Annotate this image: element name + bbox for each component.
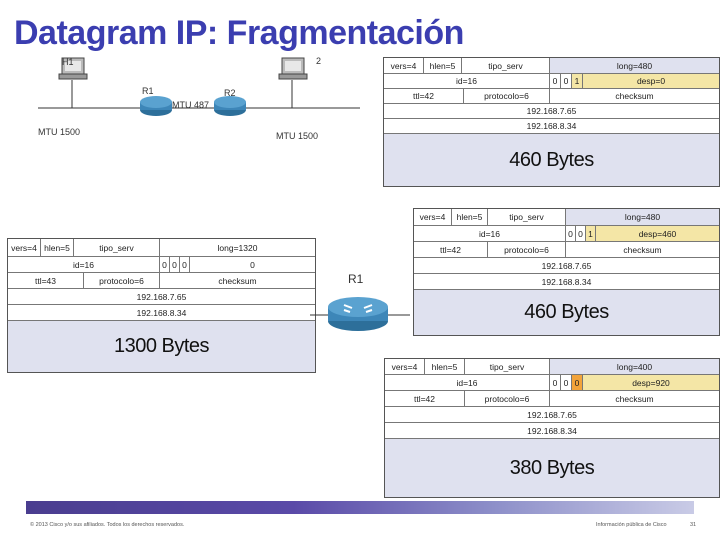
field-src-ip: 192.168.7.65 — [527, 409, 577, 420]
data-size: 1300 Bytes — [8, 321, 315, 372]
flag-bit: 0 — [160, 257, 170, 272]
footer-copyright: © 2013 Cisco y/o sus afiliados. Todos lo… — [30, 522, 185, 528]
field-ttl: ttl=43 — [8, 273, 84, 288]
field-protocolo: protocolo=6 — [84, 273, 160, 288]
mtu-mid-label: MTU 487 — [172, 100, 210, 110]
network-diagram — [38, 57, 360, 116]
field-checksum: checksum — [615, 393, 654, 404]
flag-bit: 0 — [566, 226, 576, 241]
data-size: 460 Bytes — [384, 134, 719, 186]
field-checksum: checksum — [615, 91, 654, 101]
field-protocolo: protocolo=6 — [488, 242, 566, 257]
mtu-right-label: MTU 1500 — [276, 131, 319, 141]
field-hlen: hlen=5 — [452, 209, 488, 225]
flag-df: 0 — [561, 375, 572, 390]
field-ttl: ttl=42 — [414, 242, 488, 257]
field-tipo-serv: tipo_serv — [462, 58, 550, 73]
host-h2-label: 2 — [316, 56, 322, 66]
flag-mf: 0 — [180, 257, 190, 272]
field-dst-ip: 192.168.8.34 — [527, 425, 577, 436]
field-tipo-serv: tipo_serv — [465, 359, 550, 374]
field-ttl: ttl=42 — [385, 391, 465, 406]
field-long: long=480 — [566, 209, 719, 225]
field-tipo-serv: tipo_serv — [488, 209, 566, 225]
field-long: long=1320 — [217, 242, 258, 253]
field-long: long=480 — [550, 58, 719, 73]
page-title: Datagram IP: Fragmentación — [14, 14, 464, 52]
field-src-ip: 192.168.7.65 — [526, 106, 577, 116]
field-vers: vers=4 — [414, 209, 452, 225]
flag-bit: 0 — [550, 74, 561, 88]
field-tipo-serv: tipo_serv — [74, 239, 160, 256]
footer-info: Información pública de Cisco — [596, 522, 667, 528]
field-src-ip: 192.168.7.65 — [136, 291, 187, 302]
flag-mf: 1 — [572, 74, 583, 88]
field-vers: vers=4 — [384, 58, 424, 73]
host-h1-label: H1 — [62, 57, 74, 67]
field-vers: vers=4 — [385, 359, 425, 374]
field-id: id=16 — [8, 257, 160, 272]
data-size: 380 Bytes — [385, 439, 719, 497]
fragment-2: vers=4 hlen=5 tipo_serv long=480 id=16 0… — [413, 208, 720, 336]
flag-mf: 1 — [586, 226, 596, 241]
field-id: id=16 — [384, 74, 550, 88]
fragment-1: vers=4 hlen=5 tipo_serv long=480 id=16 0… — [383, 57, 720, 187]
router-label: R1 — [348, 272, 364, 286]
router-r1-label: R1 — [142, 86, 154, 96]
field-long: long=400 — [550, 359, 719, 374]
field-dst-ip: 192.168.8.34 — [541, 276, 592, 287]
host-h1-icon — [58, 57, 88, 80]
field-hlen: hlen=5 — [425, 359, 465, 374]
flag-df: 0 — [561, 74, 572, 88]
flag-bit: 0 — [550, 375, 561, 390]
mtu-left-label: MTU 1500 — [38, 127, 81, 137]
field-protocolo: protocolo=6 — [464, 89, 550, 103]
field-checksum: checksum — [623, 244, 662, 255]
router-icon — [310, 297, 410, 331]
field-id: id=16 — [414, 226, 566, 241]
field-dst-ip: 192.168.8.34 — [136, 307, 187, 318]
field-protocolo: protocolo=6 — [465, 391, 550, 406]
router-r2-label: R2 — [224, 88, 236, 98]
host-h2-icon — [278, 57, 308, 80]
field-hlen: hlen=5 — [41, 239, 74, 256]
field-desp: 0 — [250, 259, 255, 270]
flag-df: 0 — [576, 226, 586, 241]
router-r1-icon — [140, 96, 172, 116]
field-dst-ip: 192.168.8.34 — [526, 121, 577, 131]
field-src-ip: 192.168.7.65 — [541, 260, 592, 271]
field-desp: desp=920 — [583, 375, 719, 390]
field-vers: vers=4 — [8, 239, 41, 256]
flag-df: 0 — [170, 257, 180, 272]
field-id: id=16 — [385, 375, 550, 390]
field-desp: desp=460 — [596, 226, 719, 241]
field-ttl: ttl=42 — [384, 89, 464, 103]
fragment-3: vers=4 hlen=5 tipo_serv long=400 id=16 0… — [384, 358, 720, 498]
original-datagram: vers=4 hlen=5 tipo_serv long=1320 id=16 … — [7, 238, 316, 373]
router-r2-icon — [214, 96, 246, 116]
field-hlen: hlen=5 — [424, 58, 462, 73]
footer-bar — [26, 501, 694, 514]
page-number: 31 — [690, 522, 697, 528]
data-size: 460 Bytes — [414, 290, 719, 335]
field-desp: desp=0 — [583, 74, 719, 88]
field-checksum: checksum — [218, 275, 257, 286]
flag-mf: 0 — [572, 375, 583, 390]
